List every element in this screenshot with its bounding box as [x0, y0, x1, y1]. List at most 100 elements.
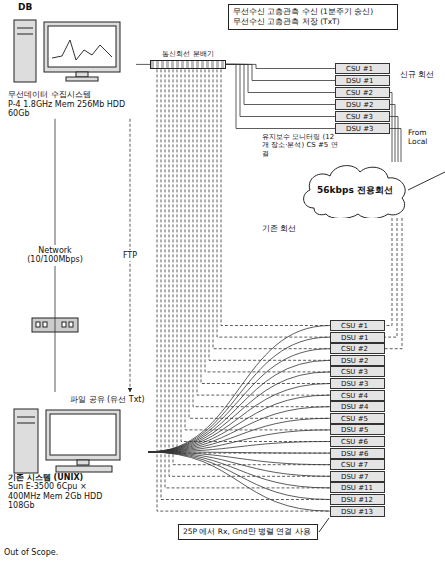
node-title: 통신회선 분배기 [150, 50, 226, 58]
note-box: 25P 에서 Rx, Gnd만 병렬 연결 사용 [178, 524, 318, 540]
csu-unit: CSU #3 [330, 366, 385, 377]
node-title: CSU #7 [341, 461, 381, 469]
note-box: 무선수신 고층관측 수신 (1분주기 송신)무선수신 고층관측 저장 (TxT) [228, 4, 398, 30]
db-label: DB [18, 2, 32, 13]
serial-link-dashed [173, 69, 330, 464]
link-line [226, 64, 335, 116]
link-line [390, 105, 395, 163]
waveform [52, 40, 112, 60]
local-line [408, 172, 445, 190]
node-text: 무선수신 고층관측 저장 (TxT) [233, 17, 393, 27]
serial-link-dashed [189, 69, 330, 418]
serial-link-dashed [209, 69, 330, 360]
note-label: From Local [408, 128, 440, 146]
edge-label: FTP [121, 250, 139, 261]
csu-unit: DSU #1 [335, 75, 390, 86]
node-title: DSU #6 [341, 450, 381, 458]
node-text: P-4 1.8GHz Mem 256Mb HDD 60Gb [8, 100, 136, 119]
link-line [148, 452, 330, 511]
link-line [390, 117, 398, 163]
link-line [148, 452, 330, 488]
csu-unit: DSU #13 [330, 506, 385, 517]
illustration-space [8, 405, 148, 473]
serial-link-dashed [385, 218, 402, 349]
csu-unit: DSU #3 [330, 378, 385, 389]
link-line [148, 360, 330, 452]
csu-unit: DSU #2 [335, 99, 390, 110]
unix-computer [14, 409, 120, 473]
csu-unit: DSU #11 [330, 482, 385, 493]
serial-link-dashed [177, 69, 330, 453]
link-line [226, 64, 335, 104]
csu-unit: DSU #1 [330, 332, 385, 343]
serial-link-dashed [185, 69, 330, 430]
node-title: 파일 공유 (유선 Txt) [8, 395, 148, 405]
router-port [62, 322, 66, 327]
link-line [148, 418, 330, 452]
node-title: 56kbps 전용회선 [317, 185, 393, 196]
link-line [226, 64, 335, 80]
link-line [390, 129, 401, 163]
serial-link-dashed [201, 69, 330, 383]
node-text: 기존 시스템 (UNIX) [8, 473, 148, 483]
serial-link-dashed [205, 69, 330, 372]
note-label: 신규 회선 [400, 70, 434, 79]
node-text: Sun E-3500 6Cpu × 400MHz Mem 2Gb HDD 108… [8, 482, 104, 511]
router-port [69, 322, 73, 327]
link-line [148, 442, 330, 453]
node-title: CSU #3 [341, 368, 381, 376]
router-port [36, 322, 40, 327]
drive-bay [17, 28, 33, 29]
csu-unit: CSU #2 [330, 343, 385, 354]
node-title: DSU #3 [341, 380, 381, 388]
link-line [148, 349, 330, 452]
csu-unit: CSU #1 [330, 320, 385, 331]
link-line [226, 64, 335, 128]
node-title: DSU #11 [341, 484, 381, 492]
collection-computer [14, 20, 120, 82]
node-title: DSU #5 [341, 426, 381, 434]
csu-unit: CSU #5 [330, 413, 385, 424]
node-title: DSU #4 [341, 403, 381, 411]
csu-unit: CSU #6 [330, 436, 385, 447]
link-line [148, 395, 330, 452]
csu-unit: DSU #12 [330, 494, 385, 505]
link-line [148, 337, 330, 452]
link-line [226, 64, 335, 92]
screen [50, 414, 116, 455]
serial-link-dashed [193, 69, 330, 406]
node-title: 25P 에서 Rx, Gnd만 병렬 연결 사용 [183, 527, 313, 537]
node-title: 무선수신 고층관측 수신 (1분주기 송신) [233, 7, 393, 17]
link-line [148, 452, 330, 500]
node-title: DSU #1 [346, 77, 386, 85]
node-title: CSU #4 [341, 392, 381, 400]
monitor-base [66, 77, 98, 81]
csu-unit: CSU #7 [330, 459, 385, 470]
router-port [43, 322, 47, 327]
link-line [136, 64, 150, 65]
link-line [148, 430, 330, 452]
node-title: CSU #2 [346, 89, 386, 97]
keyboard [56, 466, 112, 472]
edge-label: Network (10/100Mbps) [22, 245, 88, 265]
csu-unit: DSU #7 [330, 471, 385, 482]
csu-unit: CSU #2 [335, 87, 390, 98]
serial-link-dashed [181, 69, 330, 441]
note-label: 유지보수 모니터링 (12개 장소·분석) CS #5 연결 [262, 133, 338, 158]
serial-link-dashed [385, 218, 397, 337]
drive-bay [17, 34, 33, 35]
node-title: DSU #1 [341, 334, 381, 342]
csu-unit: DSU #4 [330, 401, 385, 412]
csu-unit: DSU #2 [330, 355, 385, 366]
csu-unit: DSU #6 [330, 448, 385, 459]
node-title: DSU #7 [341, 473, 381, 481]
node-title: DSU #2 [346, 101, 386, 109]
node-title: DSU #3 [346, 125, 386, 133]
link-line [148, 372, 330, 452]
link-line [148, 407, 330, 452]
monitor [44, 22, 120, 72]
link-line [148, 326, 330, 453]
node-title: DSU #13 [341, 508, 381, 516]
leader-line [319, 518, 329, 532]
link-line [148, 384, 330, 453]
